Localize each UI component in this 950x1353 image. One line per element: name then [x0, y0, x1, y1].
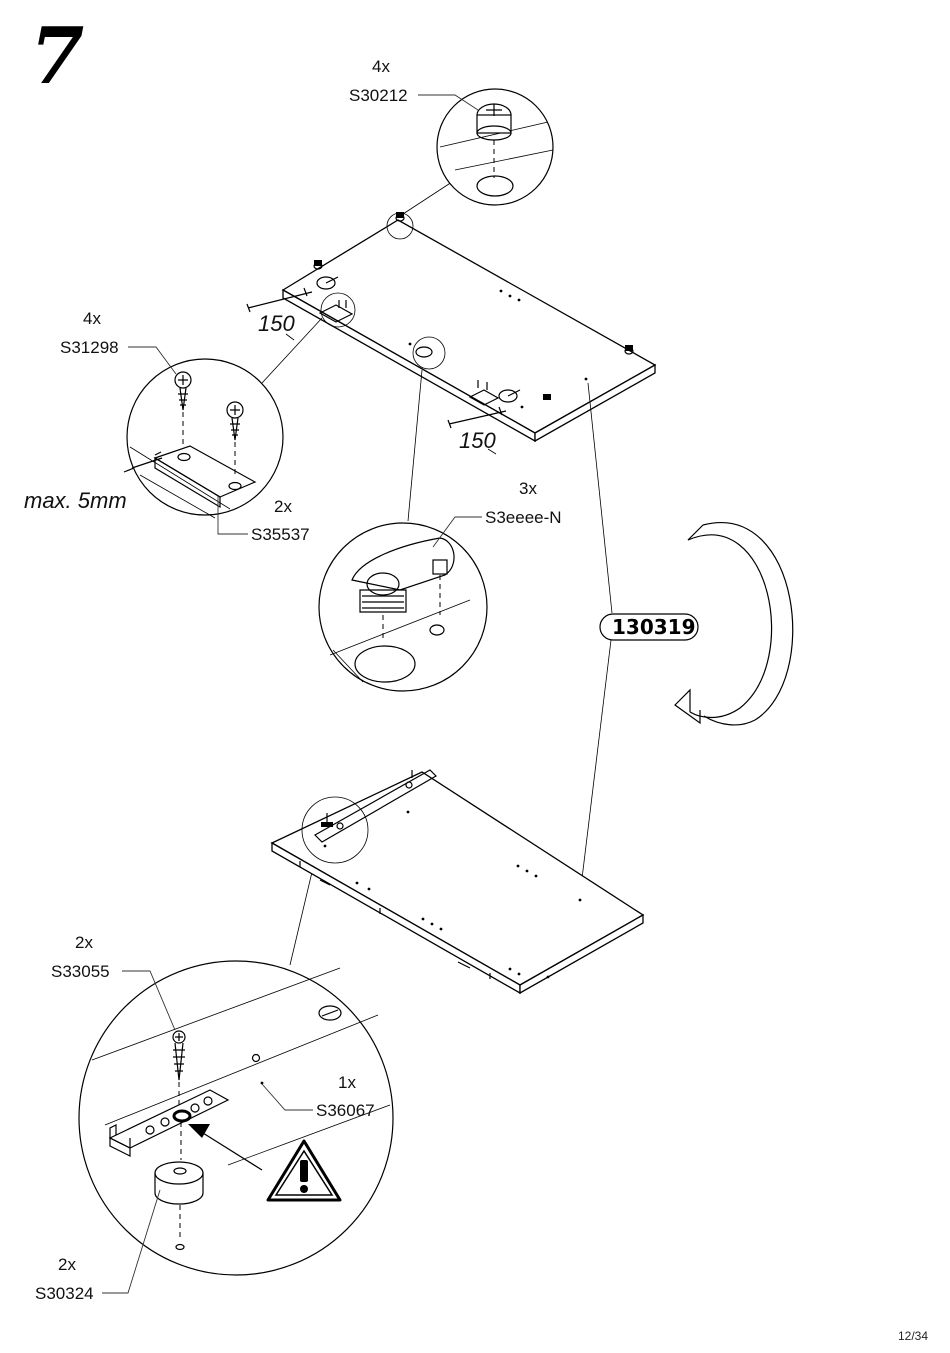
- screw-code: S31298: [60, 338, 119, 357]
- step-number: 7: [30, 11, 84, 102]
- dim-left-label: 150: [258, 311, 295, 336]
- screw-qty: 4x: [83, 309, 101, 328]
- foot-qty: 2x: [58, 1255, 76, 1274]
- panel-code: 130319: [612, 615, 696, 639]
- detail-rail-foot: 2x S33055 1x S36067 2x S30324: [35, 933, 394, 1303]
- page-number: 12/34: [898, 1329, 928, 1343]
- connector-code: S3eeee-N: [485, 508, 562, 527]
- dim-right-label: 150: [459, 428, 496, 453]
- rotate-arrow-icon: [674, 522, 794, 726]
- warning-icon: [266, 1139, 342, 1202]
- connector-qty: 3x: [519, 479, 537, 498]
- rail-qty: 1x: [338, 1073, 356, 1092]
- rail-screw-code: S33055: [51, 962, 110, 981]
- plate-qty: 2x: [274, 497, 292, 516]
- bottom-panel: [270, 769, 645, 995]
- detail-cam-lock: 4x S30212: [349, 57, 554, 206]
- foot-code: S30324: [35, 1284, 94, 1303]
- dimension-left: 150: [246, 287, 313, 341]
- cam-lock-qty: 4x: [372, 57, 390, 76]
- plate-code: S35537: [251, 525, 310, 544]
- detail-connector: 3x S3eeee-N: [318, 479, 562, 692]
- rail-screw-qty: 2x: [75, 933, 93, 952]
- detail-screw-plate: 4x S31298 max. 5mm 2x S35537: [24, 309, 310, 544]
- cam-lock-code: S30212: [349, 86, 408, 105]
- rail-code: S36067: [316, 1101, 375, 1120]
- top-panel: [281, 212, 657, 443]
- dimension-right: 150: [447, 406, 507, 455]
- max-gap-label: max. 5mm: [24, 488, 127, 513]
- panel-label: 130319: [599, 613, 699, 641]
